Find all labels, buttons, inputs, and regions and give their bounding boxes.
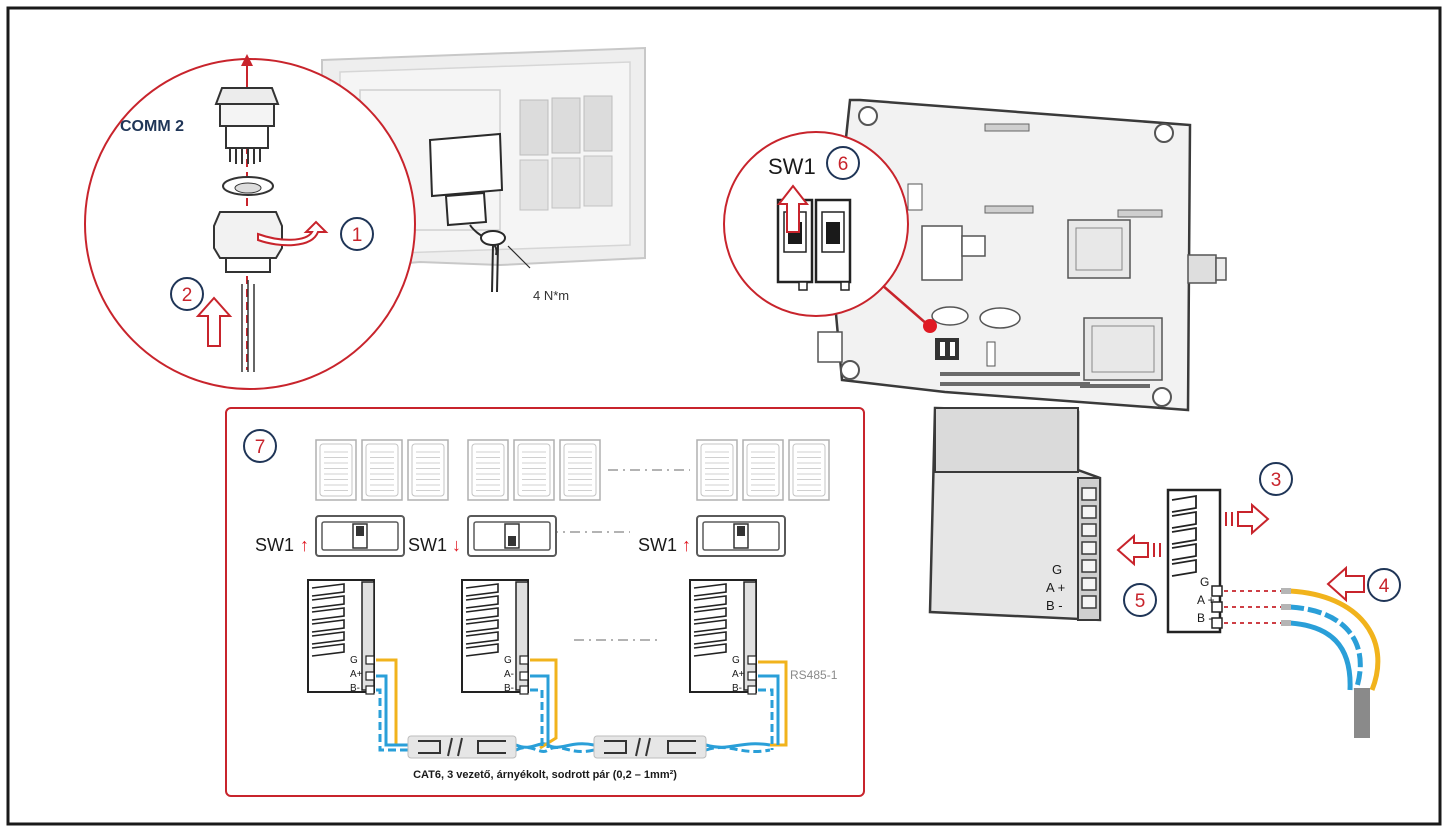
arrow-up-icon: ↑ (300, 535, 309, 555)
continuation-dashes (548, 469, 690, 641)
terminal-label-g: G (504, 655, 512, 666)
svg-text:4: 4 (1379, 576, 1390, 597)
terminal-label-b: B- (350, 683, 360, 694)
sw1-callout-label: SW1 (768, 154, 816, 179)
rotate-arrow-icon (257, 220, 329, 247)
svg-text:5: 5 (1135, 591, 1146, 612)
network-terminals: G A+ B- G A- B- G A+ B- (307, 579, 757, 695)
zoom-pointer-dot (923, 319, 937, 333)
block-label-a: A + (1197, 593, 1215, 607)
arrow-left-icon (1326, 565, 1365, 603)
step-badge-1: 1 (340, 217, 374, 251)
svg-text:3: 3 (1271, 470, 1282, 491)
network-wiring (376, 658, 788, 759)
terminal-block-icon: G A+ B- (307, 579, 375, 695)
step-badge-4: 4 (1367, 568, 1401, 602)
svg-text:2: 2 (182, 285, 193, 306)
comm-module (428, 132, 504, 198)
gland-cap-nut (214, 87, 280, 105)
switch-icon (696, 515, 786, 557)
arrow-right-icon (1225, 502, 1270, 536)
sw1-switch-on-board (935, 338, 959, 360)
step-badge-5: 5 (1123, 583, 1157, 617)
cable-spec-caption: CAT6, 3 vezető, árnyékolt, sodrott pár (… (413, 769, 677, 781)
rs485-port-label: RS485-1 (790, 668, 838, 682)
wire-insertion-lines (1224, 590, 1290, 624)
module-label-b: B - (1046, 598, 1063, 613)
inverter-icon (467, 439, 509, 501)
inverter-row (315, 439, 830, 501)
arrow-up-icon (776, 184, 810, 233)
step-badge-7: 7 (243, 429, 277, 463)
inverter-icon (742, 439, 784, 501)
gland-zoom-callout (84, 54, 416, 390)
terminal-block-icon: G A+ B- (689, 579, 757, 695)
terminal-block-icon (1166, 488, 1223, 634)
torque-label: 4 N*m (533, 288, 569, 303)
inverter-icon (696, 439, 738, 501)
terminal-label-a: A+ (732, 669, 745, 680)
svg-text:6: 6 (838, 154, 849, 175)
terminal-label-a: A+ (350, 669, 363, 680)
module-label-a: A + (1046, 580, 1065, 595)
inverter-icon (361, 439, 403, 501)
control-board (817, 98, 1227, 622)
gland-body (213, 211, 283, 259)
terminal-label-g: G (350, 655, 358, 666)
comm-port-label: COMM 2 (120, 118, 184, 135)
zoom-pointer-line (881, 284, 929, 326)
step-badge-6: 6 (826, 146, 860, 180)
block-label-b: B - (1197, 611, 1212, 625)
switch-icon (315, 515, 405, 557)
inverter-icon (788, 439, 830, 501)
inverter-icon (315, 439, 357, 501)
inverter-icon (559, 439, 601, 501)
terminal-label-b: B- (732, 683, 742, 694)
step-badge-3: 3 (1259, 462, 1293, 496)
arrow-up-icon: ↑ (682, 535, 691, 555)
sw1-label-middle: SW1 (408, 535, 447, 555)
sw1-zoom-callout (723, 131, 909, 317)
module-label-g: G (1052, 562, 1062, 577)
terminal-label-g: G (732, 655, 740, 666)
arrow-down-icon: ↓ (452, 535, 461, 555)
cable-gland-installed (480, 230, 506, 246)
step-badge-2: 2 (170, 277, 204, 311)
sw1-label-last: SW1 (638, 535, 677, 555)
svg-text:7: 7 (255, 437, 266, 458)
block-label-g: G (1200, 575, 1209, 589)
terminal-block-icon: G A- B- (461, 579, 529, 695)
arrow-up-icon (195, 296, 233, 347)
svg-text:1: 1 (352, 225, 363, 246)
rs485-cable (1281, 588, 1381, 738)
sw1-label-first: SW1 (255, 535, 294, 555)
inverter-icon (513, 439, 555, 501)
arrow-left-icon (1116, 533, 1161, 567)
terminal-label-a: A- (504, 669, 514, 680)
terminal-label-b: B- (504, 683, 514, 694)
switch-icon (467, 515, 557, 557)
inverter-icon (407, 439, 449, 501)
